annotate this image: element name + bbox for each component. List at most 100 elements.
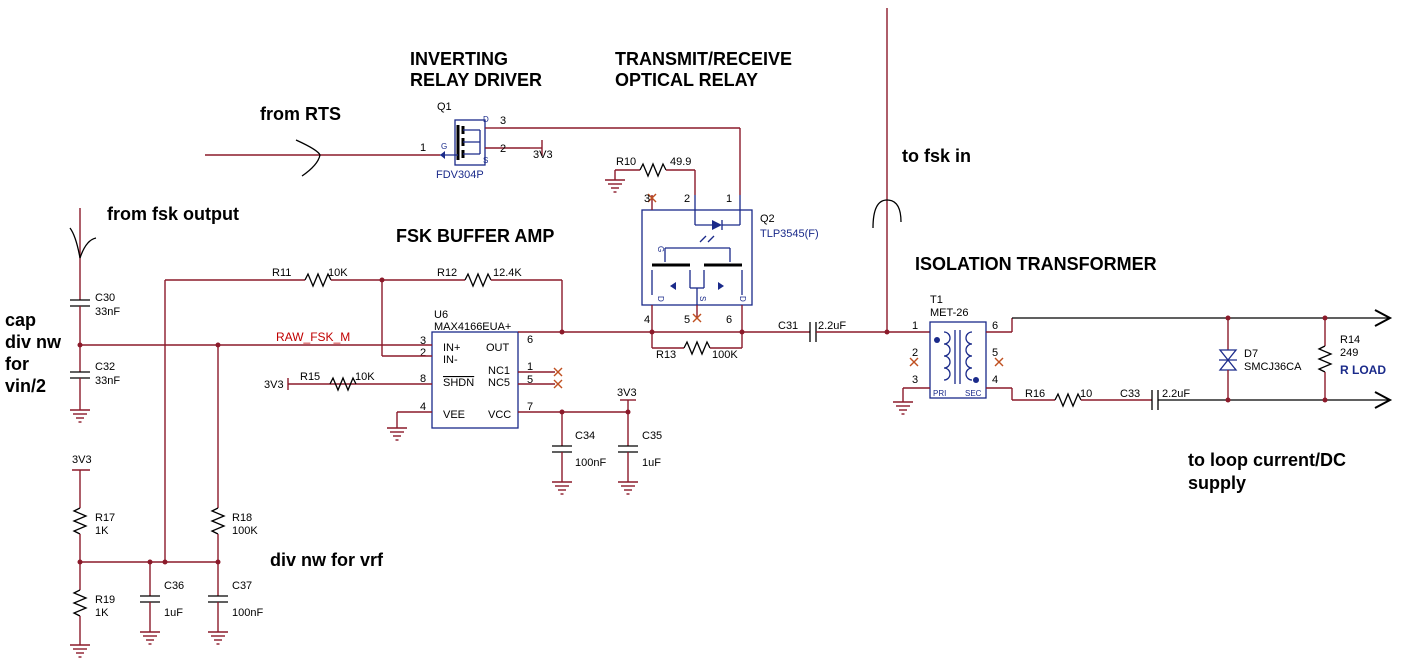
r15-3v3: 3V3 <box>264 379 284 391</box>
q2-pin-5: 5 <box>684 314 690 326</box>
fsk-output-mark <box>69 227 97 259</box>
r15-ref: R15 <box>300 371 320 383</box>
q2-pin-6: 6 <box>726 314 732 326</box>
c30-ref: C30 <box>95 292 115 304</box>
r14-note: R LOAD <box>1340 363 1386 377</box>
r10-ref: R10 <box>616 156 636 168</box>
u6-shdn: SHDN <box>443 377 474 389</box>
c36-ref: C36 <box>164 580 184 592</box>
d7-part: SMCJ36CA <box>1244 361 1302 373</box>
u6-inn: IN- <box>443 354 458 366</box>
r15: 3V3 R15 10K <box>264 371 375 392</box>
q2-ref: Q2 <box>760 213 775 225</box>
u6-pin-6: 6 <box>527 334 533 346</box>
t1-body <box>929 321 987 399</box>
q1-body <box>454 119 486 166</box>
t1-pin-1: 1 <box>912 320 918 332</box>
u6-pin-4: 4 <box>420 401 426 413</box>
u6-pin-2: 2 <box>420 347 426 359</box>
u6-vcc: VCC <box>488 409 511 421</box>
c30-value: 33nF <box>95 306 120 318</box>
c32-value: 33nF <box>95 375 120 387</box>
t1-part: MET-26 <box>930 307 969 319</box>
r18-value: 100K <box>232 525 258 537</box>
r10: R10 49.9 <box>604 156 696 195</box>
note-fsk-buffer-amp: FSK BUFFER AMP <box>396 226 554 246</box>
t1-pri: PRI <box>933 389 946 398</box>
t1-transformer: PRI SEC T1 MET-26 1 2 3 6 5 4 <box>892 294 1013 415</box>
u6-pin-3: 3 <box>420 335 426 347</box>
note-transmit-2: OPTICAL RELAY <box>615 70 758 90</box>
c36-value: 1uF <box>164 607 183 619</box>
u6-opamp: U6 MAX4166EUA+ IN+ IN- OUT SHDN NC1 NC5 … <box>288 309 628 441</box>
c33-value: 2.2uF <box>1162 388 1190 400</box>
c31: C31 2.2uF <box>562 320 930 342</box>
r18-ref: R18 <box>232 512 252 524</box>
note-cap-3: for <box>5 354 29 374</box>
note-inverting-1: INVERTING <box>410 49 508 69</box>
note-to-loop-1: to loop current/DC <box>1188 450 1346 470</box>
u6-inp: IN+ <box>443 342 460 354</box>
q1-relay-driver: 1 3 2 3V3 G D S Q1 FDV304P <box>205 101 740 181</box>
r19-value: 1K <box>95 607 109 619</box>
raw-fsk-net: RAW_FSK_M <box>77 330 432 348</box>
c32-ref: C32 <box>95 361 115 373</box>
decoupling-caps: 3V3 C34 100nF C35 1uF <box>551 387 662 495</box>
r19-ref: R19 <box>95 594 115 606</box>
c37-value: 100nF <box>232 607 263 619</box>
t1-pin-2: 2 <box>912 347 918 359</box>
rts-break-mark <box>295 139 321 177</box>
u6-ref: U6 <box>434 309 448 321</box>
d7-ref: D7 <box>1244 348 1258 360</box>
c34-value: 100nF <box>575 457 606 469</box>
t1-ref: T1 <box>930 294 943 306</box>
fsk-in-hop <box>872 199 902 229</box>
note-transmit-1: TRANSMIT/RECEIVE <box>615 49 792 69</box>
q1-ref: Q1 <box>437 101 452 113</box>
q1-pin-1: 1 <box>420 142 426 154</box>
note-div-nw-vrf: div nw for vrf <box>270 550 384 570</box>
r13-value: 100K <box>712 349 738 361</box>
r11-ref: R11 <box>272 267 291 279</box>
cap-divider: C30 33nF C32 33nF <box>69 208 120 423</box>
u6-pin-1: 1 <box>527 361 533 373</box>
q2-pin-3: 3 <box>644 193 650 205</box>
q2-g-letter: G <box>656 246 665 252</box>
c37-ref: C37 <box>232 580 252 592</box>
t1-pin-6: 6 <box>992 320 998 332</box>
t1-pin-3: 3 <box>912 374 918 386</box>
u6-pin-5: 5 <box>527 374 533 386</box>
u6-vee: VEE <box>443 409 465 421</box>
q2-d1-letter: D <box>656 296 665 302</box>
u6-pin-7: 7 <box>527 401 533 413</box>
note-inverting-2: RELAY DRIVER <box>410 70 542 90</box>
u6-nc5: NC5 <box>488 377 510 389</box>
q1-pin-2: 2 <box>500 143 506 155</box>
u6-nc1: NC1 <box>488 365 510 377</box>
q1-3v3-label: 3V3 <box>533 149 553 161</box>
q1-s-letter: S <box>483 156 488 165</box>
r13: R13 100K <box>651 332 743 361</box>
r14-value: 249 <box>1340 347 1358 359</box>
r13-ref: R13 <box>656 349 676 361</box>
r16-value: 10 <box>1080 388 1092 400</box>
r17-ref: R17 <box>95 512 115 524</box>
r16-ref: R16 <box>1025 388 1045 400</box>
u6-pin-8: 8 <box>420 373 426 385</box>
c31-ref: C31 <box>778 320 798 332</box>
secondary-loop: R16 10 C33 2.2uF D7 SMCJ36CA R14 249 R L… <box>1012 309 1393 410</box>
note-to-fsk-in: to fsk in <box>902 146 971 166</box>
note-cap-4: vin/2 <box>5 376 46 396</box>
u6-body <box>431 331 519 429</box>
c33-ref: C33 <box>1120 388 1140 400</box>
q2-s-letter: S <box>698 296 707 301</box>
r14-ref: R14 <box>1340 334 1360 346</box>
note-isolation-transformer: ISOLATION TRANSFORMER <box>915 254 1157 274</box>
t1-pin-4: 4 <box>992 374 998 386</box>
r11-value: 10K <box>328 267 348 279</box>
q2-d2-letter: D <box>738 296 747 302</box>
vref-divider: 3V3 R17 1K R19 1K R18 100K C36 1uF C37 1 <box>69 345 263 658</box>
feedback-network: R11 10K R12 12.4K <box>164 267 563 562</box>
q2-pin-2: 2 <box>684 193 690 205</box>
